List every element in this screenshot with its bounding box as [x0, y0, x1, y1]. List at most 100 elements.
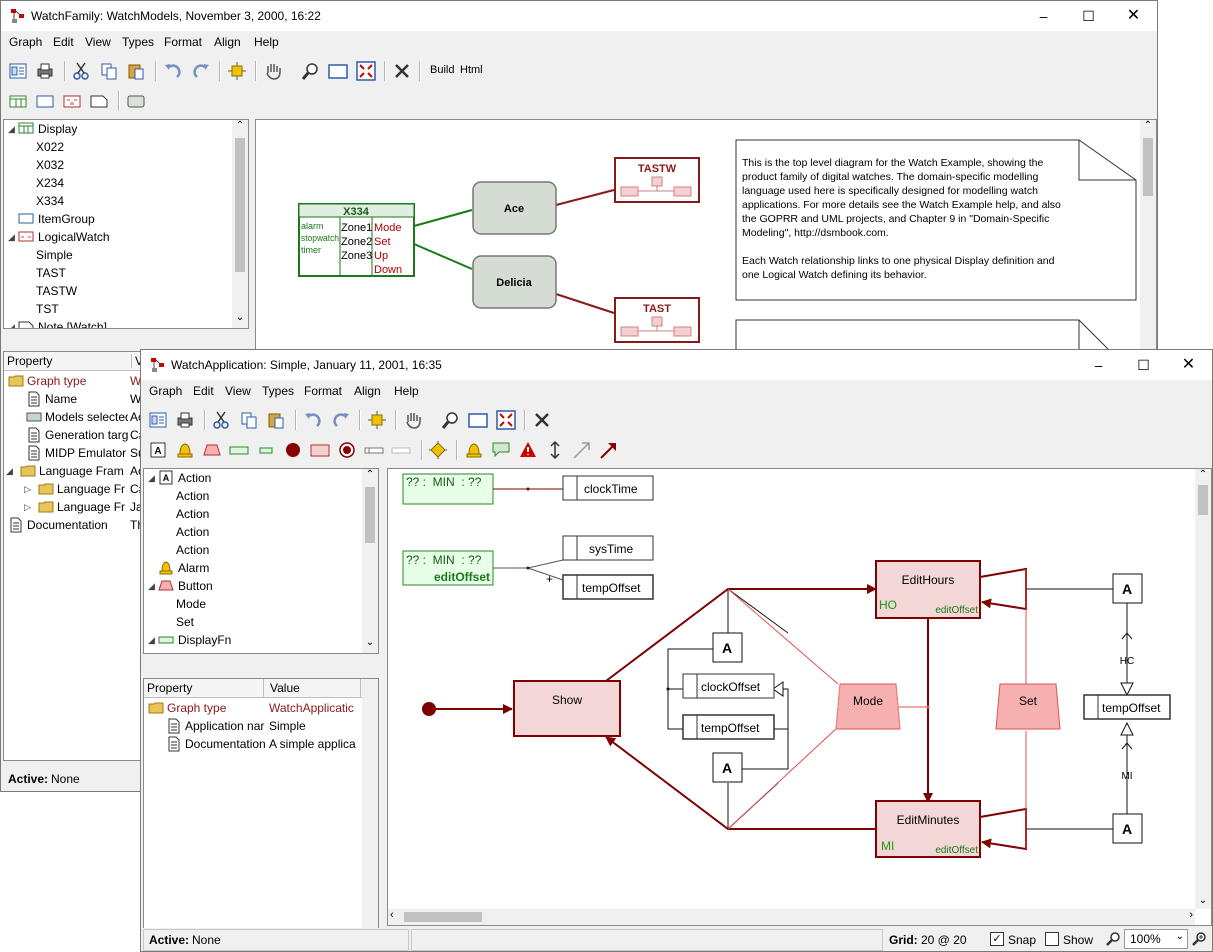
tree-scrollbar[interactable]: ⌃ ⌄: [232, 120, 248, 328]
delete-icon[interactable]: [392, 61, 412, 81]
menu-types[interactable]: Types: [262, 384, 295, 398]
scrollbar-thumb[interactable]: [404, 912, 482, 922]
button-set[interactable]: Set: [995, 683, 1061, 730]
logical-watch-tast[interactable]: TAST: [614, 297, 700, 343]
print-icon[interactable]: [35, 61, 55, 81]
title-bar[interactable]: WatchApplication: Simple, January 11, 20…: [141, 350, 1212, 380]
undo-icon[interactable]: [163, 61, 183, 81]
close-button[interactable]: ✕: [1181, 356, 1196, 373]
transition-editminutes-show[interactable]: [605, 736, 876, 830]
diagram-canvas[interactable]: ?? : MIN : ?? clockTime ?? : MIN : ?? ed…: [387, 468, 1212, 926]
state-edithours[interactable]: EditHours HO editOffset: [875, 560, 981, 619]
action-box-right-top[interactable]: A: [1112, 573, 1143, 604]
cut-icon[interactable]: [71, 61, 91, 81]
paste-icon[interactable]: [266, 410, 286, 430]
paste-icon[interactable]: [126, 61, 146, 81]
display-type-icon[interactable]: [8, 91, 28, 111]
fit-content-icon[interactable]: [356, 61, 376, 81]
column-header-value[interactable]: Value: [263, 679, 361, 697]
scroll-right-arrow[interactable]: ›: [1189, 909, 1193, 921]
tree-expander-icon[interactable]: ▷: [24, 484, 31, 494]
displayfn-edit[interactable]: ?? : MIN : ?? editOffset: [402, 550, 494, 586]
menu-format[interactable]: Format: [304, 384, 343, 398]
scroll-up-arrow[interactable]: ⌃: [1198, 469, 1208, 480]
scroll-down-arrow[interactable]: ⌄: [365, 637, 375, 648]
transition-editminutes-self[interactable]: [979, 807, 1027, 851]
watch-delicia[interactable]: Delicia: [472, 255, 557, 309]
scroll-up-arrow[interactable]: ⌃: [1143, 120, 1153, 131]
zoom-in-icon[interactable]: [1191, 931, 1207, 947]
scrollbar-thumb[interactable]: [1198, 485, 1208, 515]
scrollbar-thumb[interactable]: [1143, 138, 1153, 196]
copy-icon[interactable]: [239, 410, 259, 430]
menu-align[interactable]: Align: [354, 384, 381, 398]
tree-expander-icon[interactable]: ◢: [148, 473, 155, 483]
diagram-vscrollbar[interactable]: ⌃ ⌄: [1195, 469, 1211, 909]
tree-item[interactable]: TASTW: [4, 282, 231, 300]
hand-icon[interactable]: [403, 410, 423, 430]
tree-scrollbar[interactable]: ⌃ ⌄: [362, 469, 378, 653]
action-type-icon[interactable]: A: [148, 440, 168, 460]
hand-icon[interactable]: [263, 61, 283, 81]
transition-grey-icon[interactable]: [572, 440, 592, 460]
note[interactable]: This is the top level diagram for the Wa…: [735, 139, 1137, 301]
menu-types[interactable]: Types: [122, 35, 155, 49]
tree-item[interactable]: Simple: [4, 246, 231, 264]
tree-item[interactable]: Action: [144, 487, 361, 505]
scroll-down-arrow[interactable]: ⌄: [1198, 895, 1208, 906]
scrollbar-thumb[interactable]: [235, 138, 245, 272]
tree-item[interactable]: Mode: [144, 595, 361, 613]
var-tempoffset-mid[interactable]: tempOffset: [682, 714, 775, 740]
copy-icon[interactable]: [99, 61, 119, 81]
up-down-icon[interactable]: [545, 440, 565, 460]
minimize-button[interactable]: –: [1039, 8, 1048, 24]
note-icon[interactable]: [89, 91, 109, 111]
build-button[interactable]: Build: [430, 64, 455, 76]
fit-page-icon[interactable]: [328, 61, 348, 81]
diagram-hscrollbar[interactable]: ‹ ›: [388, 909, 1195, 925]
zoom-select[interactable]: 100% ⌄: [1124, 929, 1188, 949]
state-type-icon[interactable]: [310, 440, 330, 460]
warning-icon[interactable]: [518, 440, 538, 460]
show-checkbox[interactable]: [1045, 932, 1059, 946]
properties-icon[interactable]: [8, 61, 28, 81]
scroll-up-arrow[interactable]: ⌃: [235, 120, 245, 131]
var-clocktime[interactable]: clockTime: [562, 475, 654, 501]
var-systime[interactable]: sysTime: [562, 535, 654, 561]
tree-item[interactable]: Action: [144, 541, 361, 559]
tree-item[interactable]: ◢Note [Watch]: [4, 318, 231, 328]
var-tempoffset-right[interactable]: tempOffset: [1083, 694, 1171, 720]
tree-expander-icon[interactable]: ◢: [8, 124, 15, 134]
tree-expander-icon[interactable]: ◢: [8, 232, 15, 242]
transition-icon[interactable]: [599, 440, 619, 460]
snap-checkbox[interactable]: ✓: [990, 932, 1004, 946]
select-point-icon[interactable]: [227, 61, 247, 81]
redo-icon[interactable]: [331, 410, 351, 430]
action-box-right-bottom[interactable]: A: [1112, 813, 1143, 844]
close-button[interactable]: ✕: [1126, 7, 1141, 24]
tree-item[interactable]: Action: [144, 523, 361, 541]
connection-x334-ace[interactable]: [413, 209, 473, 227]
time-variable-icon[interactable]: [364, 440, 384, 460]
watch-ace[interactable]: Ace: [472, 181, 557, 235]
start-state[interactable]: [422, 702, 436, 716]
display-x334[interactable]: X334 alarm stopwatch timer Zone1 Zone2 Z…: [298, 203, 415, 277]
cut-icon[interactable]: [211, 410, 231, 430]
menu-graph[interactable]: Graph: [9, 35, 43, 49]
button-mode-link-up[interactable]: [727, 588, 839, 685]
button-type-icon[interactable]: [202, 440, 222, 460]
displayfn-type-icon[interactable]: [229, 440, 249, 460]
zoom-icon[interactable]: [301, 61, 321, 81]
fit-content-icon[interactable]: [496, 410, 516, 430]
menu-help[interactable]: Help: [254, 35, 279, 49]
select-point-icon[interactable]: [367, 410, 387, 430]
menu-format[interactable]: Format: [164, 35, 203, 49]
fit-page-icon[interactable]: [468, 410, 488, 430]
